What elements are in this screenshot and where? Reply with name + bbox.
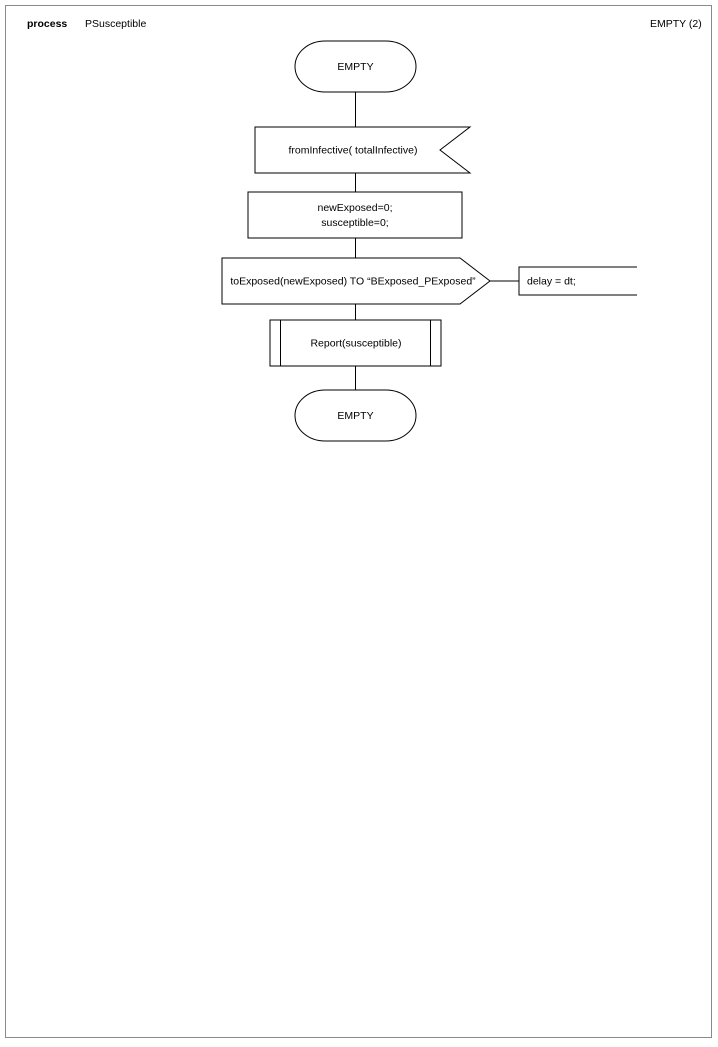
header-process-name: PSusceptible <box>85 18 147 30</box>
node-start-label: EMPTY <box>337 61 373 73</box>
annotation-delay-comment[interactable]: delay = dt; <box>518 266 637 296</box>
predefined-process-shape <box>269 319 442 367</box>
header-page-label: EMPTY (2) <box>650 18 702 30</box>
node-procedure-report[interactable]: Report(susceptible) <box>269 319 442 367</box>
node-report-label: Report(susceptible) <box>310 337 401 349</box>
input-notched-shape <box>254 126 472 174</box>
node-end-label: EMPTY <box>337 410 373 422</box>
connector-group <box>355 92 519 390</box>
node-start-terminal[interactable]: EMPTY <box>294 40 417 93</box>
terminal-shape-end <box>294 389 417 442</box>
header-keyword: process <box>27 18 68 30</box>
comment-bracket-shape <box>518 266 637 296</box>
page-border <box>5 5 712 1038</box>
node-end-terminal[interactable]: EMPTY <box>294 389 417 442</box>
node-task-label-line2: susceptible=0; <box>321 217 388 229</box>
node-task-label-line1: newExposed=0; <box>317 202 392 214</box>
node-send-to-exposed[interactable]: toExposed(newExposed) TO “BExposed_PExpo… <box>221 257 491 305</box>
output-pentagon-shape <box>221 257 491 305</box>
node-receive-label: fromInfective( totalInfective) <box>289 144 418 156</box>
node-send-label: toExposed(newExposed) TO “BExposed_PExpo… <box>230 275 476 287</box>
node-task-init[interactable]: newExposed=0; susceptible=0; <box>247 191 463 239</box>
terminal-shape-start <box>294 40 417 93</box>
task-rect-shape <box>247 191 463 239</box>
node-receive-from-infective[interactable]: fromInfective( totalInfective) <box>254 126 472 174</box>
annotation-delay-label: delay = dt; <box>527 275 576 287</box>
